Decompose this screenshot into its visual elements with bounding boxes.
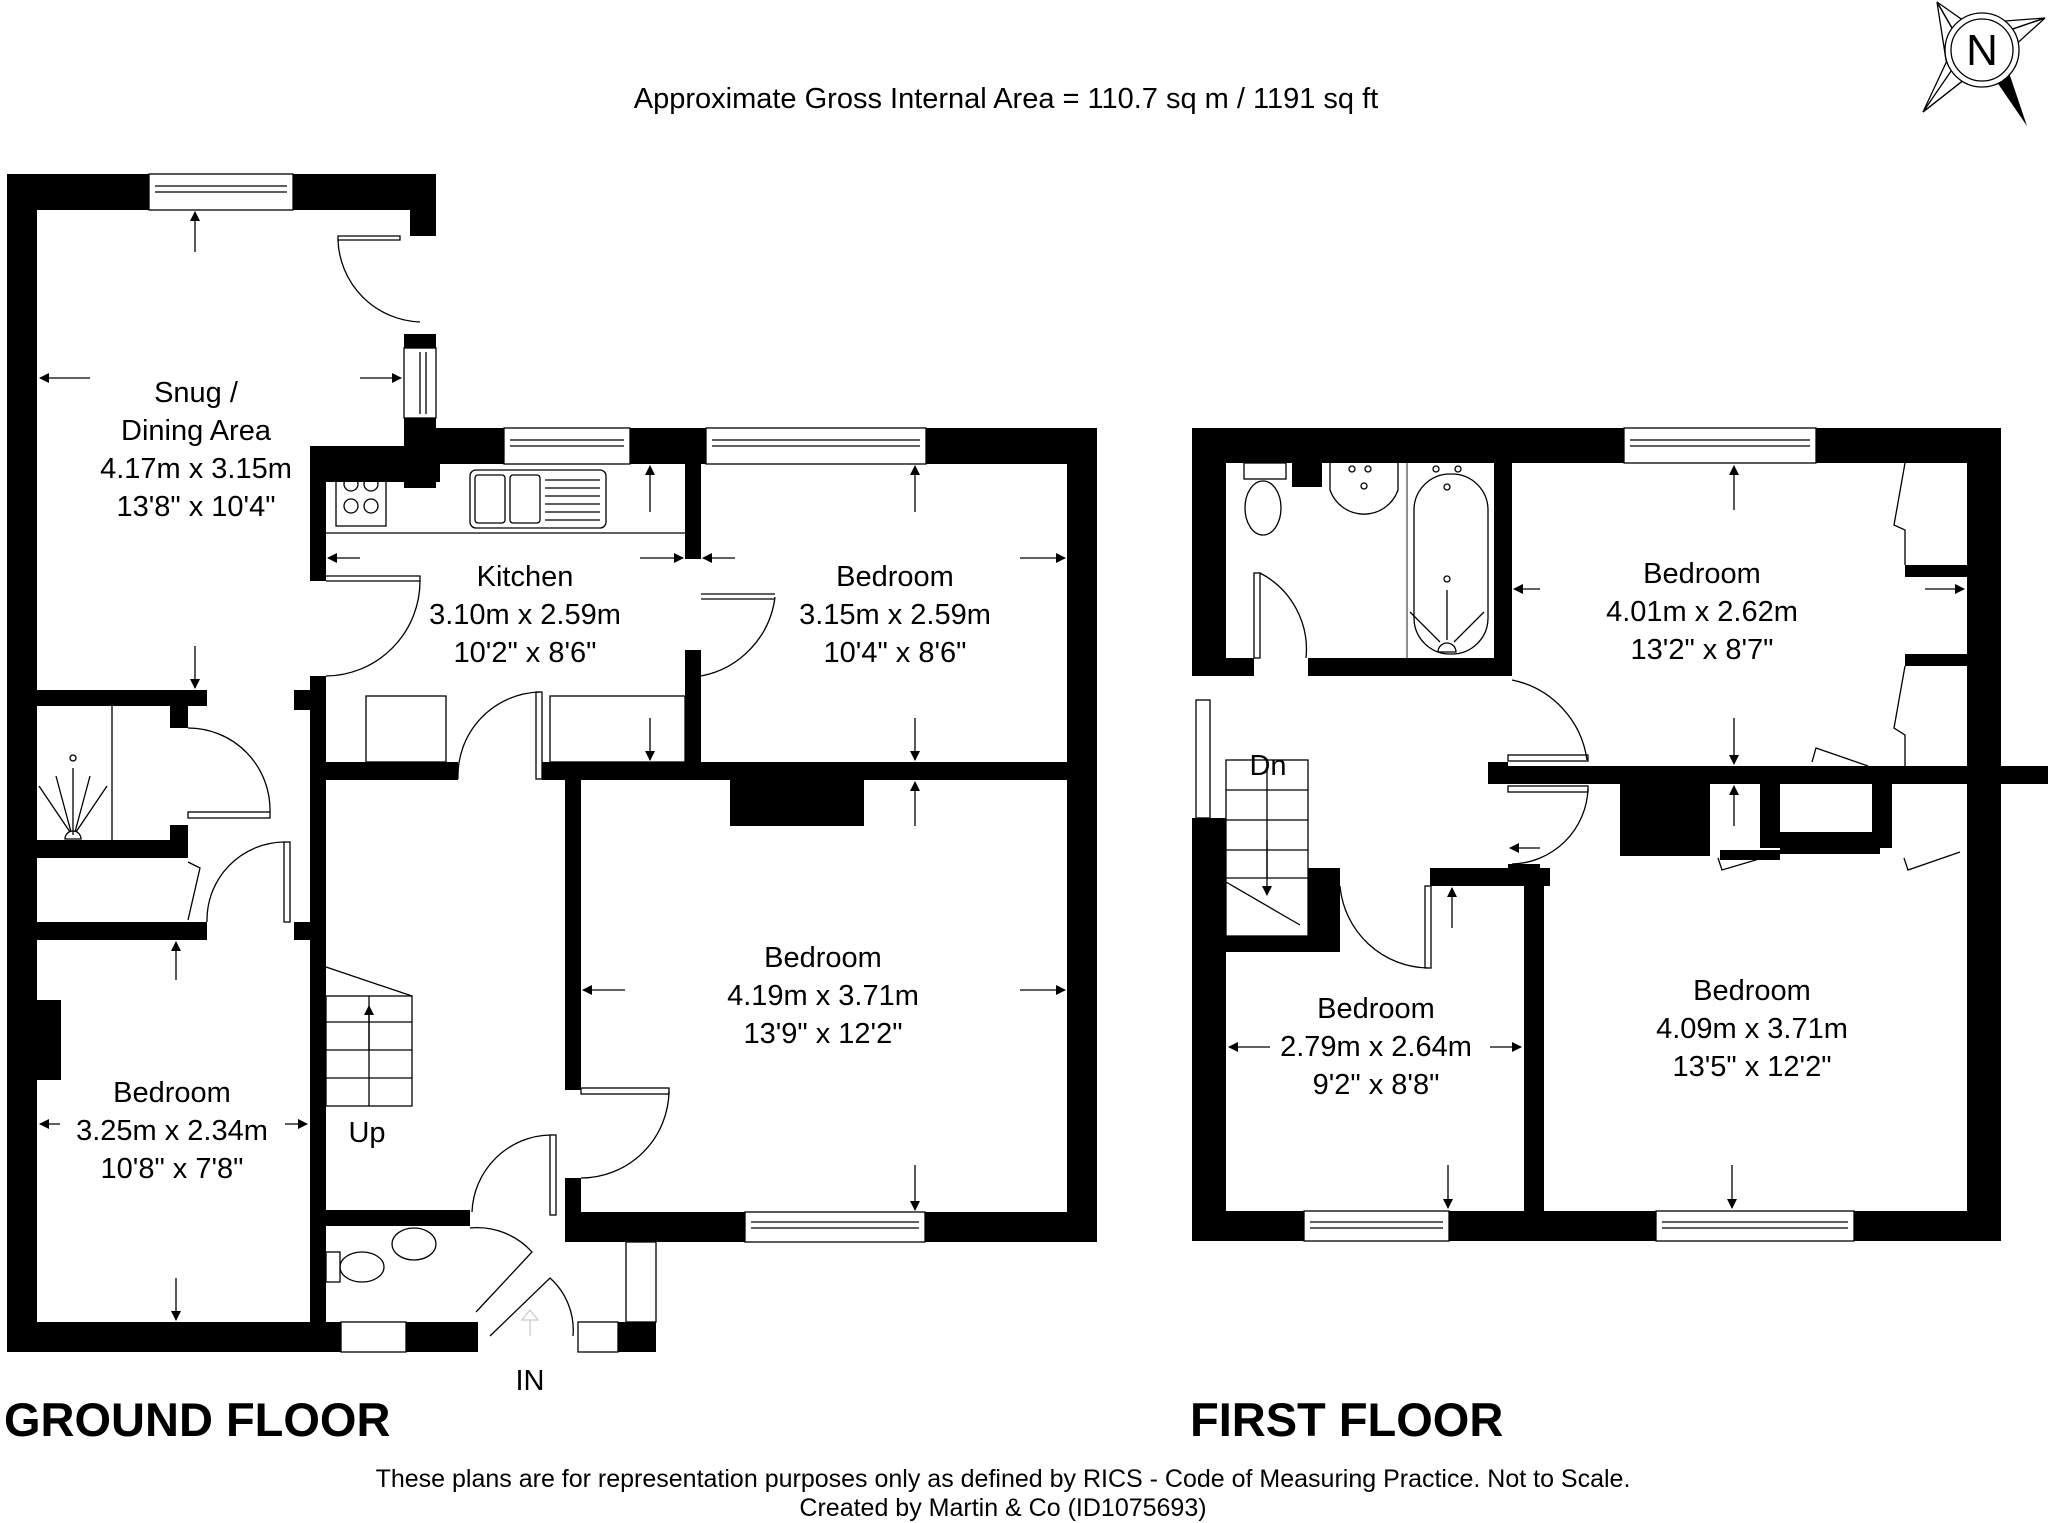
window [1195,699,1211,819]
room-label-snug: Snug / Dining Area 4.17m x 3.15m 13'8" x… [100,377,292,523]
window [744,1211,926,1243]
entrance-label: IN [516,1365,545,1397]
svg-text:Bedroom: Bedroom [113,1077,231,1109]
svg-text:Snug /: Snug / [154,377,239,409]
shower-icon [38,754,108,840]
basin-icon [391,1227,437,1261]
svg-text:Bedroom: Bedroom [1317,993,1435,1025]
ground-floor-plan: Snug / Dining Area 4.17m x 3.15m 13'8" x… [7,173,1097,1397]
wall [410,174,436,236]
stairs-up-label: Up [348,1117,385,1149]
svg-text:3.15m x 2.59m: 3.15m x 2.59m [799,599,991,631]
svg-text:10'8" x 7'8": 10'8" x 7'8" [101,1153,244,1185]
svg-text:Kitchen: Kitchen [477,561,574,593]
basin-icon [1329,463,1399,515]
window [577,1321,619,1353]
credit-text: Created by Martin & Co (ID1075693) [799,1494,1206,1522]
entrance-arrow-icon [520,1308,540,1336]
ground-floor-title: GROUND FLOOR [4,1393,390,1446]
room-label-bedroom-4: Bedroom 4.01m x 2.62m 13'2" x 8'7" [1606,558,1798,666]
stairs-down [1225,759,1309,937]
window [1655,1210,1855,1242]
room-label-bedroom-6: Bedroom 4.09m x 3.71m 13'5" x 12'2" [1656,975,1848,1083]
svg-text:13'8" x 10'4": 13'8" x 10'4" [116,491,275,523]
svg-text:13'5" x 12'2": 13'5" x 12'2" [1672,1051,1831,1083]
room-label-kitchen: Kitchen 3.10m x 2.59m 10'2" x 8'6" [429,561,621,669]
svg-text:Dining Area: Dining Area [121,415,272,447]
gross-internal-area: Approximate Gross Internal Area = 110.7 … [634,83,1378,115]
window [1303,1210,1450,1242]
room-label-bedroom-1: Bedroom 3.15m x 2.59m 10'4" x 8'6" [799,561,991,669]
chimney-breast [730,780,864,826]
toilet-icon [1243,462,1287,536]
svg-text:9'2" x 8'8": 9'2" x 8'8" [1313,1069,1440,1101]
room-label-bedroom-3: Bedroom 3.25m x 2.34m 10'8" x 7'8" [76,1077,268,1185]
wall [7,174,149,210]
svg-text:Bedroom: Bedroom [1643,558,1761,590]
svg-text:3.10m x 2.59m: 3.10m x 2.59m [429,599,621,631]
dimension-arrows [1228,465,1965,1209]
compass-label: N [1966,26,1998,75]
stairs-up [325,966,413,1107]
disclaimer-text: These plans are for representation purpo… [376,1465,1631,1493]
svg-text:4.01m x 2.62m: 4.01m x 2.62m [1606,596,1798,628]
kitchen-sink-icon [469,469,607,529]
svg-text:3.25m x 2.34m: 3.25m x 2.34m [76,1115,268,1147]
svg-text:4.17m x 3.15m: 4.17m x 3.15m [100,453,292,485]
room-label-bedroom-5: Bedroom 2.79m x 2.64m 9'2" x 8'8" [1280,993,1472,1101]
dimension-arrows [39,211,1066,1321]
svg-text:13'2" x 8'7": 13'2" x 8'7" [1631,634,1774,666]
svg-text:Bedroom: Bedroom [1693,975,1811,1007]
window [625,1241,657,1323]
stairs-down-label: Dn [1249,750,1286,782]
toilet-icon [325,1251,385,1283]
svg-text:2.79m x 2.64m: 2.79m x 2.64m [1280,1031,1472,1063]
svg-text:10'4" x 8'6": 10'4" x 8'6" [824,637,967,669]
svg-text:Bedroom: Bedroom [836,561,954,593]
svg-text:13'9" x 12'2": 13'9" x 12'2" [743,1018,902,1050]
first-floor-plan: Bedroom 4.01m x 2.62m 13'2" x 8'7" Bedro… [1192,427,2048,1242]
first-floor-title: FIRST FLOOR [1190,1393,1503,1446]
svg-text:Bedroom: Bedroom [764,942,882,974]
room-label-bedroom-2: Bedroom 4.19m x 3.71m 13'9" x 12'2" [727,942,919,1050]
window [340,1321,407,1353]
svg-text:10'2" x 8'6": 10'2" x 8'6" [454,637,597,669]
wall [7,174,37,1352]
hob-icon [335,467,387,527]
bath-icon [1406,463,1489,658]
north-compass-icon: N [1922,1,2046,126]
svg-text:4.09m x 3.71m: 4.09m x 3.71m [1656,1013,1848,1045]
svg-text:4.19m x 3.71m: 4.19m x 3.71m [727,980,919,1012]
